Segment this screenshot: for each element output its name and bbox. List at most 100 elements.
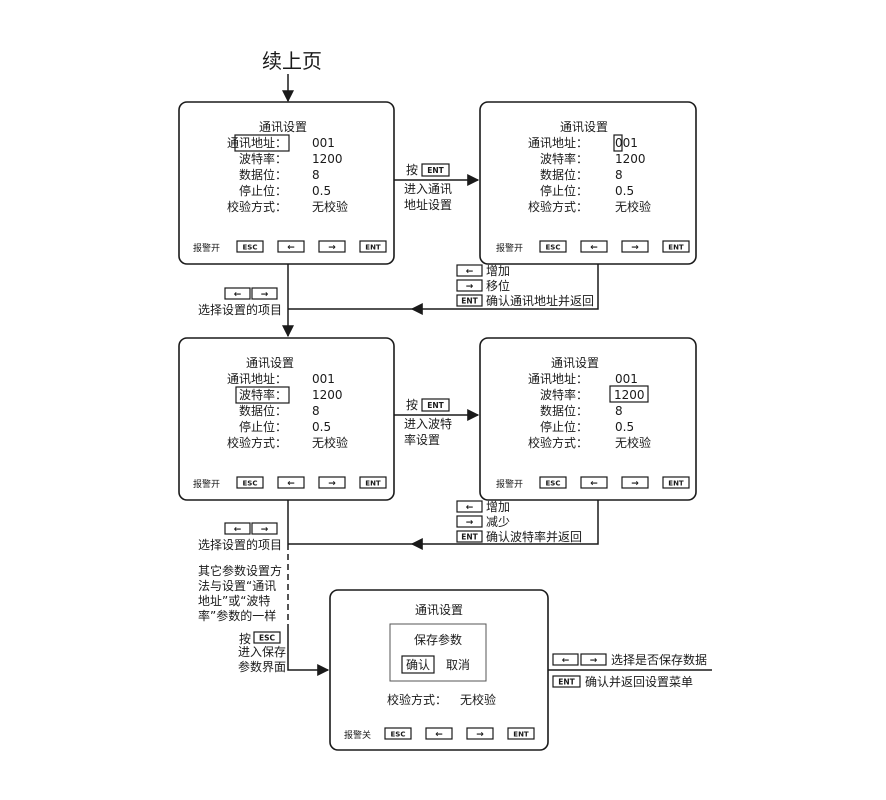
panel-addr-select: 通讯设置 通讯地址： 001 波特率： 1200 数据位： 8 停止位： 0.5… [178, 101, 395, 265]
left-key-label: ← [590, 479, 598, 489]
left-key-badge [552, 653, 579, 666]
esc-key-label: ESC [546, 244, 561, 252]
ent-key-button[interactable] [662, 476, 690, 489]
right-key-badge-label: → [466, 282, 474, 292]
enter-addr-text-1: 进入通讯 [404, 182, 452, 196]
cancel-button[interactable]: 取消 [446, 658, 470, 672]
other-params-text-3: 地址”或“波特 [198, 593, 270, 608]
ent-key-badge-label: ENT [427, 401, 444, 410]
left-key-badge [224, 287, 251, 300]
arrow-return-baud [410, 500, 599, 550]
row-label-stopbits: 停止位： [239, 419, 287, 434]
right-key-button[interactable] [318, 240, 346, 253]
left-key-badge-label: ← [234, 290, 242, 300]
ent-key-badge [421, 163, 450, 177]
press-label: 按 [239, 632, 251, 646]
esc-key-button[interactable] [236, 240, 264, 253]
esc-key-button[interactable] [539, 476, 567, 489]
esc-key-button[interactable] [236, 476, 264, 489]
panel-title: 通讯设置 [246, 356, 294, 370]
ent-key-badge-label: ENT [461, 297, 478, 306]
row-value-parity: 无校验 [615, 199, 651, 214]
header-title: 续上页 [262, 49, 322, 73]
ent-key-badge [552, 675, 581, 688]
right-key-badge [251, 287, 278, 300]
row-label-parity: 校验方式： [528, 435, 588, 450]
right-key-badge [456, 515, 483, 528]
left-key-label: ← [287, 479, 295, 489]
row-value-baud: 1200 [615, 152, 646, 166]
row-value-address: 001 [615, 136, 638, 150]
row-value-stopbits: 0.5 [615, 184, 634, 198]
select-item-text: 选择设置的项目 [198, 302, 282, 317]
row-value-parity: 无校验 [460, 692, 496, 707]
row-value-baud: 1200 [312, 388, 343, 402]
ent-key-badge-label: ENT [427, 166, 444, 175]
enter-save-text-1: 进入保存 [238, 645, 286, 659]
row-value-parity: 无校验 [312, 199, 348, 214]
right-key-button[interactable] [621, 476, 649, 489]
ent-key-button[interactable] [359, 240, 387, 253]
left-key-button[interactable] [580, 240, 608, 253]
panel-baud-edit: 通讯设置 通讯地址： 001 波特率： 1200 数据位： 8 停止位： 0.5… [479, 337, 697, 501]
right-key-label: → [631, 479, 639, 489]
esc-key-button[interactable] [384, 727, 412, 740]
left-key-button[interactable] [580, 476, 608, 489]
ent-key-label: ENT [513, 731, 529, 739]
enter-baud-text-2: 率设置 [404, 432, 440, 447]
choose-save-text: 选择是否保存数据 [611, 652, 707, 667]
row-value-databits: 8 [312, 404, 320, 418]
enter-save-text-2: 参数界面 [238, 659, 286, 674]
row-label-baud: 波特率： [540, 387, 588, 402]
right-key-button[interactable] [466, 727, 494, 740]
right-key-label: → [328, 479, 336, 489]
ent-key-badge [456, 294, 483, 307]
ent-key-badge [421, 398, 450, 412]
ent-key-button[interactable] [359, 476, 387, 489]
left-key-label: ← [287, 243, 295, 253]
row-label-address: 通讯地址： [528, 136, 588, 150]
shift-text: 移位 [486, 278, 510, 293]
right-key-badge [456, 279, 483, 292]
row-value-stopbits: 0.5 [312, 420, 331, 434]
row-label-baud: 波特率： [239, 151, 287, 166]
panel-save: 通讯设置 保存参数 确认 取消 校验方式： 无校验 报警关 ESC ← → EN… [329, 589, 549, 751]
right-key-badge-label: → [261, 290, 269, 300]
right-key-badge-label: → [590, 656, 598, 666]
right-key-badge-label: → [466, 518, 474, 528]
panel-title: 通讯设置 [560, 120, 608, 134]
left-key-label: ← [435, 730, 443, 740]
right-key-label: → [631, 243, 639, 253]
panel-title: 通讯设置 [259, 120, 307, 134]
row-value-baud: 1200 [312, 152, 343, 166]
left-key-button[interactable] [277, 476, 305, 489]
left-key-button[interactable] [425, 727, 453, 740]
ent-key-button[interactable] [662, 240, 690, 253]
row-value-databits: 8 [312, 168, 320, 182]
row-label-address: 通讯地址： [528, 372, 588, 386]
edit-value-box [609, 385, 649, 403]
left-key-button[interactable] [277, 240, 305, 253]
ent-key-button[interactable] [507, 727, 535, 740]
row-label-databits: 数据位： [239, 403, 287, 418]
increase-text: 增加 [486, 500, 510, 514]
row-value-stopbits: 0.5 [312, 184, 331, 198]
esc-key-button[interactable] [539, 240, 567, 253]
alarm-status: 报警关 [344, 729, 371, 741]
right-key-button[interactable] [621, 240, 649, 253]
save-dialog-title: 保存参数 [414, 632, 462, 647]
right-key-button[interactable] [318, 476, 346, 489]
arrow-enter-save [287, 630, 330, 676]
alarm-status: 报警开 [496, 478, 523, 490]
confirm-button[interactable] [401, 655, 435, 674]
select-item-text: 选择设置的项目 [198, 537, 282, 552]
arrow-return-addr [410, 264, 599, 315]
right-key-badge-label: → [261, 525, 269, 535]
ent-key-badge-label: ENT [461, 533, 478, 542]
press-label: 按 [406, 163, 418, 177]
ent-key-badge [456, 530, 483, 543]
row-label-databits: 数据位： [540, 403, 588, 418]
right-key-badge [251, 522, 278, 535]
row-label-parity: 校验方式： [387, 692, 447, 707]
